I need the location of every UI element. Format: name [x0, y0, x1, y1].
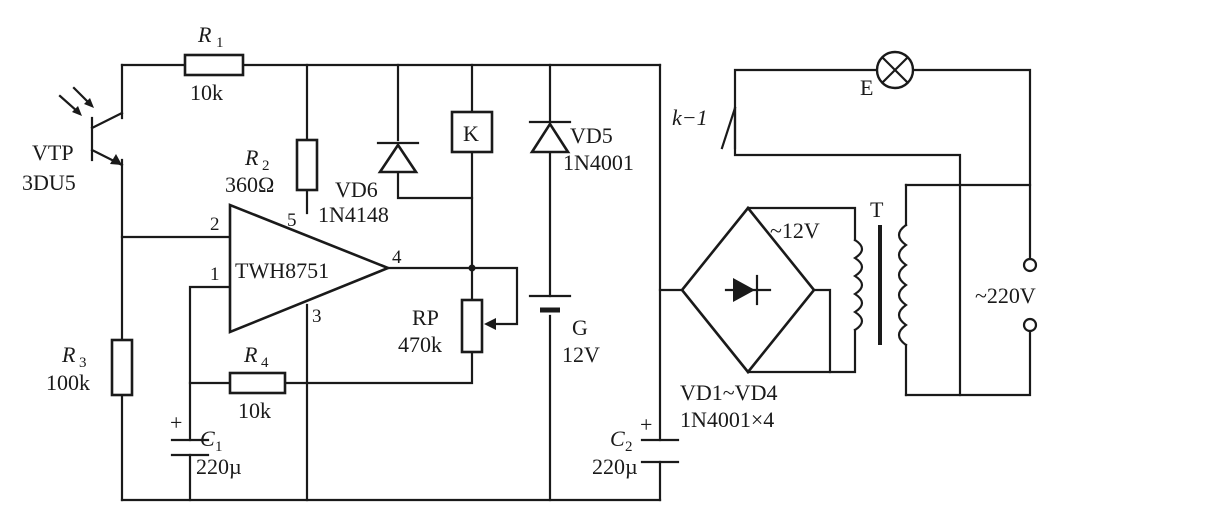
diode-vd6: VD6 1N4148 [318, 141, 420, 227]
diode-vd5: VD5 1N4001 [528, 120, 634, 175]
r3-sub: 3 [79, 355, 87, 371]
c2-value: 220µ [592, 454, 638, 479]
vd5-value: 1N4001 [563, 150, 634, 175]
r3-value: 100k [46, 370, 90, 395]
r2-sub: 2 [262, 158, 270, 174]
rp-ref: RP [412, 305, 439, 330]
wiring [120, 63, 1032, 502]
ic-ref: TWH8751 [235, 258, 329, 283]
g-ref: G [572, 315, 588, 340]
transformer-ref: T [870, 197, 884, 222]
resistor-r1: R 1 10k [183, 22, 245, 105]
r4-ref: R [243, 342, 258, 367]
ic-pin-3: 3 [312, 306, 322, 327]
lamp-e: E [860, 50, 915, 100]
ic-pin-4: 4 [392, 247, 402, 268]
ic-pin-5: 5 [287, 210, 297, 231]
junction-dot [468, 264, 476, 272]
r2-value: 360Ω [225, 172, 274, 197]
r4-value: 10k [238, 398, 271, 423]
ic-twh8751: TWH8751 2 5 1 4 3 [210, 203, 402, 334]
vd6-ref: VD6 [335, 177, 378, 202]
capacitor-c1: + C 1 220µ [170, 410, 242, 479]
relay-ref: K [463, 121, 479, 146]
c1-ref: C [200, 426, 215, 451]
resistor-r3: R 3 100k [46, 338, 134, 397]
c2-ref: C [610, 426, 625, 451]
battery-g: G 12V [528, 294, 600, 367]
relay-k: K [450, 110, 494, 154]
transformer-t: T ~12V [770, 197, 908, 347]
rp-value: 470k [398, 332, 442, 357]
r2-ref: R [244, 145, 259, 170]
capacitor-c2: + C 2 220µ [592, 412, 680, 479]
g-value: 12V [562, 342, 600, 367]
ic-pin-2: 2 [210, 214, 220, 235]
r1-value: 10k [190, 80, 223, 105]
c2-polarity: + [640, 412, 652, 437]
ic-pin-1: 1 [210, 264, 220, 285]
r3-ref: R [61, 342, 76, 367]
vtp-value: 3DU5 [22, 170, 76, 195]
relay-contact-k1: k−1 [672, 105, 737, 150]
bridge-rectifier: VD1~VD4 1N4001×4 [680, 205, 816, 432]
bridge-value: 1N4001×4 [680, 407, 774, 432]
resistor-r2: R 2 360Ω [225, 138, 319, 197]
resistor-r4: R 4 10k [228, 342, 287, 423]
c1-value: 220µ [196, 454, 242, 479]
vd6-value: 1N4148 [318, 202, 389, 227]
potentiometer-rp: RP 470k [398, 298, 496, 357]
c2-sub: 2 [625, 439, 633, 455]
vd5-ref: VD5 [570, 123, 613, 148]
bridge-ref: VD1~VD4 [680, 380, 777, 405]
r1-ref: R [197, 22, 212, 47]
c1-sub: 1 [215, 439, 223, 455]
mains-voltage: ~220V [975, 283, 1036, 308]
transformer-secondary: ~12V [770, 218, 820, 243]
vtp-ref: VTP [32, 140, 74, 165]
lamp-ref: E [860, 75, 873, 100]
switch-ref: k−1 [672, 105, 708, 130]
r1-sub: 1 [216, 35, 224, 51]
mains-input: ~220V [975, 257, 1038, 333]
r4-sub: 4 [261, 355, 269, 371]
phototransistor-vtp: VTP 3DU5 [22, 86, 124, 195]
c1-polarity: + [170, 410, 182, 435]
